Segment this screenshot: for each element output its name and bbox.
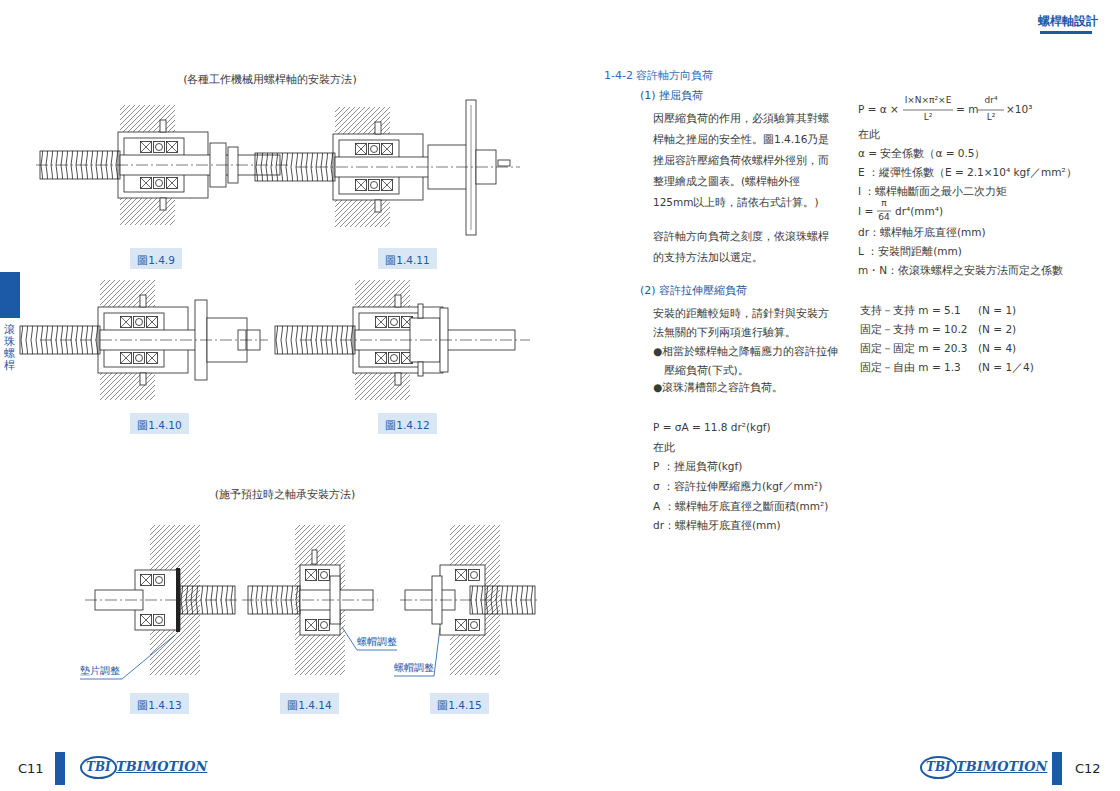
figure-caption-box: 圖1.4.14	[280, 693, 339, 714]
definition: dr：螺桿軸牙底直徑(mm)	[858, 226, 986, 239]
figure-group-caption: (各種工作機械用螺桿軸的安裝方法)	[150, 73, 390, 87]
figure-caption: 圖1.4.9	[133, 254, 179, 266]
table-cell: (N = 1／4)	[978, 361, 1034, 374]
formula: dr⁴(mm⁴)	[895, 205, 943, 218]
formula: = m	[956, 103, 978, 116]
table-cell: 支持－支持 m = 5.1	[860, 304, 961, 317]
definition: σ ：容許拉伸壓縮應力(kgf／mm²)	[653, 480, 822, 493]
definition: m・N：依滾珠螺桿之安裝方法而定之係數	[858, 264, 1063, 277]
definition: L ：安裝間距離(mm)	[858, 245, 962, 258]
figure-caption: 圖1.4.15	[433, 699, 485, 711]
definition: dr：螺桿軸牙底直徑(mm)	[653, 519, 781, 532]
formula: I =	[858, 205, 873, 218]
body-text: 在此	[653, 441, 675, 454]
logo-word: TBIMOTION	[956, 759, 1047, 775]
formula: P = σA = 11.8 dr²(kgf)	[653, 421, 771, 434]
figure-caption-box: 圖1.4.11	[378, 248, 437, 269]
figure-caption: 圖1.4.11	[381, 254, 433, 266]
table-cell: 固定－固定 m = 20.3	[860, 342, 967, 355]
formula-numerator: π	[874, 198, 894, 209]
body-text: 安裝的距離較短時，請針對與安裝方法無關的下列兩項進行驗算。	[653, 304, 833, 342]
page-number: C12	[1075, 761, 1101, 777]
figure-caption: 圖1.4.10	[133, 419, 185, 431]
tab-block	[0, 272, 20, 318]
callout-label: 螺帽調整	[357, 636, 397, 649]
table-cell: (N = 2)	[978, 323, 1016, 336]
formula: P = α ×	[858, 103, 899, 116]
figure-caption: 圖1.4.13	[133, 699, 185, 711]
formula-denominator: L²	[896, 112, 960, 123]
figure-caption-box: 圖1.4.12	[378, 413, 437, 434]
formula-numerator: I×N×π²×E	[896, 95, 960, 106]
figure-caption: 圖1.4.12	[381, 419, 433, 431]
definition: α = 安全係數（α = 0.5）	[858, 147, 986, 160]
definition: P ：挫屈負荷(kgf)	[653, 460, 742, 473]
side-tab: 滾珠螺桿	[0, 272, 20, 372]
table-cell: (N = 4)	[978, 342, 1016, 355]
body-text: 在此	[858, 128, 880, 141]
section-heading: 1-4-2 容許軸方向負荷	[604, 69, 713, 83]
logo-mark: TBI	[80, 756, 117, 779]
figure-caption-box: 圖1.4.15	[430, 693, 489, 714]
logo-word: TBIMOTION	[116, 759, 207, 775]
callout-label: 墊片調整	[80, 665, 120, 678]
definition: I ：螺桿軸斷面之最小二次力矩	[858, 185, 1007, 198]
callout-label: 螺帽調整	[394, 662, 434, 675]
figure-group-caption: (施予預拉時之軸承安裝方法)	[165, 488, 405, 502]
body-text: 因壓縮負荷的作用，必須驗算其對螺桿軸之挫屈的安全性。圖1.4.16乃是挫屈容許壓…	[653, 108, 833, 213]
body-text: 容許軸方向負荷之刻度，依滾珠螺桿的支持方法加以選定。	[653, 226, 833, 268]
formula-numerator: dr⁴	[976, 95, 1006, 106]
side-tab-text: 滾珠螺桿	[4, 324, 15, 372]
figure-caption: 圖1.4.14	[283, 699, 335, 711]
page-header: 螺桿軸設計	[1038, 13, 1098, 30]
formula-denominator: 64	[874, 212, 894, 223]
subsection-heading: (2) 容許拉伸壓縮負荷	[640, 284, 747, 298]
figure-caption-box: 圖1.4.13	[130, 693, 189, 714]
figure-caption-box: 圖1.4.10	[130, 413, 189, 434]
page-number: C11	[18, 761, 44, 777]
logo-mark: TBI	[920, 756, 957, 779]
definition: E ：縱彈性係數（E = 2.1×10⁴ kgf／mm²）	[858, 166, 1077, 179]
table-cell: 固定－自由 m = 1.3	[860, 361, 961, 374]
bullet-text: ●滾珠溝槽部之容許負荷。	[653, 381, 783, 394]
table-cell: (N = 1)	[978, 304, 1016, 317]
figure-caption-box: 圖1.4.9	[130, 248, 182, 269]
subsection-heading: (1) 挫屈負荷	[640, 89, 703, 103]
formula-denominator: L²	[976, 112, 1006, 123]
definition: A ：螺桿軸牙底直徑之斷面積(mm²)	[653, 500, 828, 513]
bullet-text: ●相當於螺桿軸之降幅應力的容許拉伸壓縮負荷(下式)。	[653, 342, 844, 380]
table-cell: 固定－支持 m = 10.2	[860, 323, 967, 336]
formula: ×10³	[1006, 103, 1032, 116]
